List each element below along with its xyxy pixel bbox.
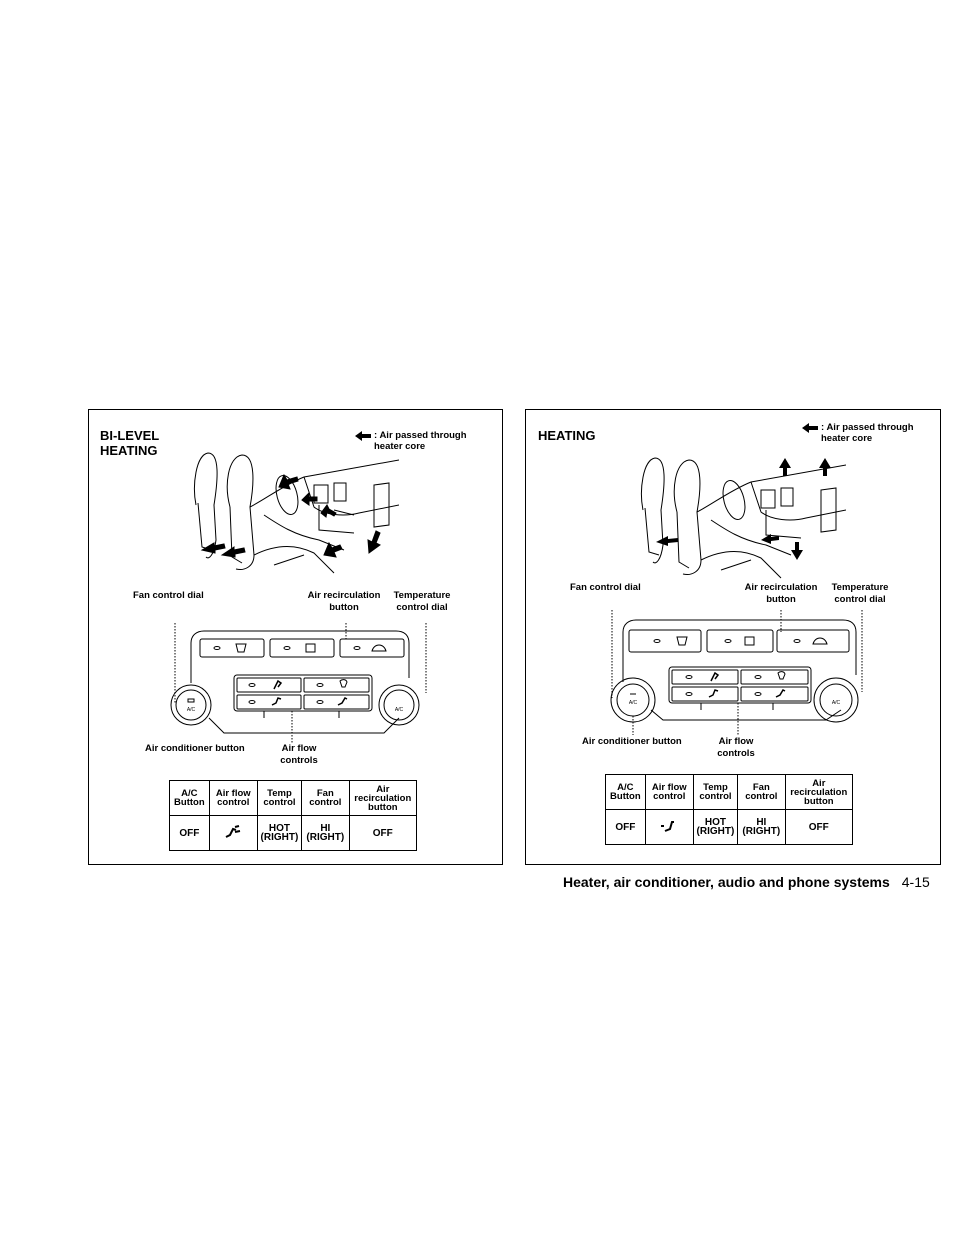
air-recirculation-button-label: Air recirculation button — [744, 582, 818, 605]
temp-dial-text: A/C — [395, 707, 404, 713]
temp-dial-text: A/C — [832, 700, 841, 706]
climate-control-unit: A/C A/C — [170, 623, 427, 743]
table-cell: OFF — [605, 809, 646, 845]
bi-level-heating-panel: BI-LEVEL HEATING : Air passed through he… — [88, 409, 503, 865]
climate-control-unit: A/C A/C — [610, 610, 863, 735]
panel-title: BI-LEVEL HEATING — [100, 428, 160, 458]
table-cell: HOT (RIGHT) — [692, 809, 739, 845]
ac-dial-text: A/C — [629, 700, 638, 706]
ac-dial-text: A/C — [187, 707, 196, 713]
air-conditioner-button-label: Air conditioner button — [582, 736, 682, 747]
settings-table: A/C Button Air flow control Temp control… — [169, 780, 418, 851]
table-header: Air recirculation button — [784, 774, 854, 810]
temperature-control-dial-label: Temperature control dial — [393, 590, 451, 613]
table-header: Temp control — [256, 780, 303, 816]
arrow-left-icon — [802, 423, 818, 433]
table-header: Fan control — [737, 774, 786, 810]
fan-control-dial-label: Fan control dial — [133, 590, 204, 601]
table-cell — [208, 815, 258, 851]
table-cell — [644, 809, 694, 845]
table-cell: HOT (RIGHT) — [256, 815, 303, 851]
table-header: A/C Button — [169, 780, 210, 816]
air-recirculation-button-label: Air recirculation button — [307, 590, 381, 613]
temperature-control-dial-label: Temperature control dial — [831, 582, 889, 605]
bi-level-icon — [225, 825, 241, 838]
table-cell: OFF — [348, 815, 418, 851]
page-footer: Heater, air conditioner, audio and phone… — [563, 874, 930, 890]
fan-control-dial-label: Fan control dial — [570, 582, 641, 593]
table-cell: HI (RIGHT) — [737, 809, 786, 845]
table-header: Temp control — [692, 774, 739, 810]
heating-panel: HEATING : Air passed through heater core — [525, 409, 941, 865]
air-conditioner-button-label: Air conditioner button — [145, 743, 245, 754]
cabin-illustration — [194, 452, 399, 574]
air-flow-controls-label: Air flow controls — [280, 743, 318, 766]
table-cell: OFF — [784, 809, 854, 845]
foot-icon — [661, 821, 675, 832]
table-header: Air flow control — [644, 774, 694, 810]
table-header: Air recirculation button — [348, 780, 418, 816]
table-header: Fan control — [301, 780, 350, 816]
arrow-left-icon — [355, 431, 371, 441]
air-flow-controls-label: Air flow controls — [717, 736, 755, 759]
page-number: 4-15 — [901, 874, 930, 890]
panel-title: HEATING — [538, 428, 596, 443]
settings-table: A/C Button Air flow control Temp control… — [605, 774, 854, 845]
section-title: Heater, air conditioner, audio and phone… — [563, 874, 890, 890]
cabin-illustration — [641, 457, 846, 579]
table-cell: HI (RIGHT) — [301, 815, 350, 851]
table-header: Air flow control — [208, 780, 258, 816]
table-cell: OFF — [169, 815, 210, 851]
table-header: A/C Button — [605, 774, 646, 810]
